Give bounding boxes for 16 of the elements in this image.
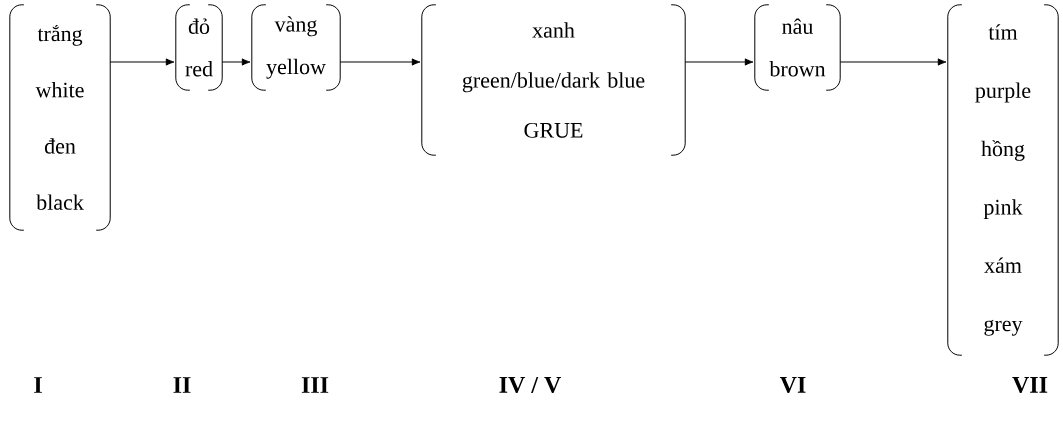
stage-label: VI	[779, 376, 806, 394]
arrow	[221, 58, 251, 66]
stage-label: IV / V	[499, 376, 562, 394]
stage-label: III	[301, 377, 329, 393]
bracket-group: xanh green/blue/dark blue GRUE	[421, 4, 686, 156]
arrow	[339, 58, 421, 66]
arrow	[684, 58, 754, 66]
arrow	[109, 58, 175, 66]
bracket-group: nâu brown	[754, 4, 841, 91]
bracket-group: tím purple hồng pink xám grey	[947, 4, 1059, 356]
arrow	[839, 58, 947, 66]
stage-label: II	[173, 377, 191, 393]
stage-label: I	[34, 377, 42, 393]
bracket-group: đỏ red	[175, 4, 223, 91]
bracket-group: trắng white đen black	[9, 4, 111, 231]
bracket-group: vàng yellow	[251, 4, 341, 91]
